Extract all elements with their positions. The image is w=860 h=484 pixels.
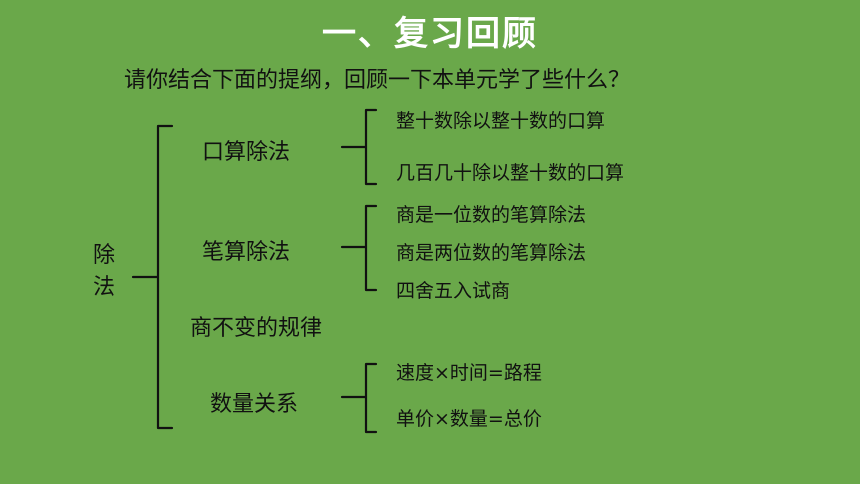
category-written-division: 笔算除法: [202, 240, 291, 265]
prompt-text: 请你结合下面的提纲，回顾一下本单元学了些什么？: [124, 68, 631, 93]
item-written-3: 四舍五入试商: [396, 280, 511, 302]
item-written-2: 商是两位数的笔算除法: [396, 242, 587, 264]
item-relation-2: 单价×数量=总价: [396, 408, 542, 430]
item-written-1: 商是一位数的笔算除法: [396, 204, 587, 226]
item-oral-1: 整十数除以整十数的口算: [396, 110, 606, 132]
category-oral-division: 口算除法: [202, 140, 291, 165]
brace-quantity-relations: [340, 362, 378, 434]
category-quotient-invariance: 商不变的规律: [190, 316, 323, 341]
slide-title: 一、复习回顾: [322, 14, 538, 54]
category-quantity-relations: 数量关系: [210, 392, 299, 417]
item-oral-2: 几百几十除以整十数的口算: [396, 162, 625, 184]
brace-written-division: [340, 204, 378, 292]
item-relation-1: 速度×时间=路程: [396, 362, 542, 384]
root-node-division: 除法: [92, 243, 115, 300]
brace-oral-division: [340, 108, 378, 186]
main-brace: [131, 124, 174, 430]
